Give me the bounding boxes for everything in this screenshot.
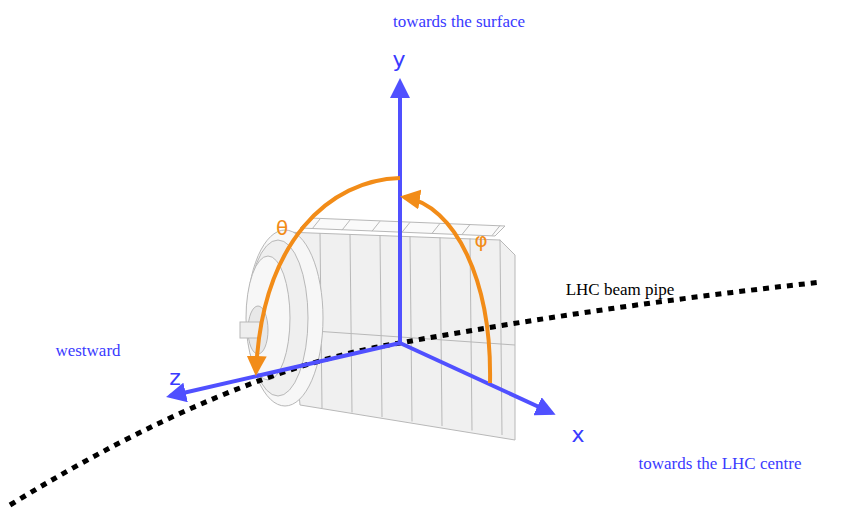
panel-line (380, 235, 382, 417)
panel-line (410, 236, 412, 421)
angle-symbol: θ (276, 217, 288, 239)
panel-line (462, 225, 470, 235)
axis-direction-label: westward (55, 342, 120, 361)
panel-line (402, 222, 410, 232)
part-label: LHC beam pipe (566, 281, 675, 300)
z-axis (170, 343, 400, 396)
y-axis (398, 82, 402, 343)
theta-arc (256, 178, 400, 372)
axis-name: x (571, 423, 584, 447)
axis-name: z (169, 366, 181, 390)
x-axis (400, 343, 552, 413)
axis-direction-label: towards the surface (393, 13, 525, 32)
panel-line (372, 221, 380, 231)
beam-pipe (10, 282, 822, 505)
cms-detector (240, 218, 515, 440)
panel-line (342, 220, 350, 230)
axis-name: y (392, 48, 405, 72)
axis-direction-label: towards the LHC centre (639, 455, 802, 474)
phi-arc (404, 197, 490, 383)
panel-line (500, 240, 502, 435)
panel-line (440, 237, 442, 426)
panel-line (312, 219, 320, 229)
panel-line (350, 234, 352, 412)
angle-symbol: φ (474, 229, 487, 251)
panel-line (432, 223, 440, 233)
panel-line (492, 226, 500, 236)
